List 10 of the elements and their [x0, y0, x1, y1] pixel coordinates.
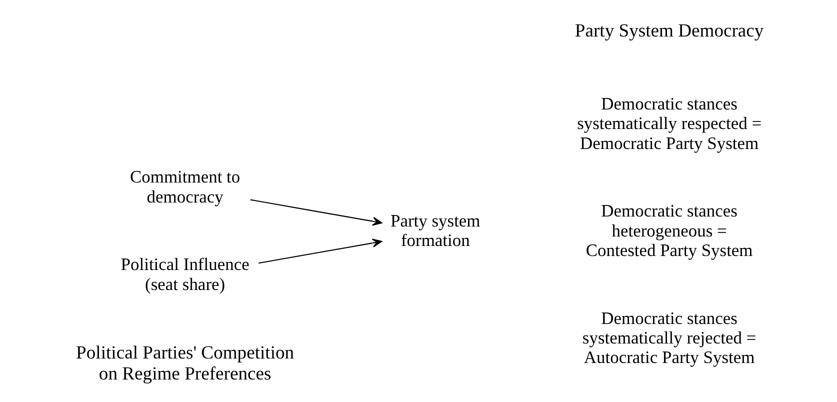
node-text: Democratic stances systematically respected = Democratic Party System — [576, 94, 762, 153]
label: Political Parties' Competition on Regime Preferences — [76, 342, 294, 384]
node-text: Commitment to democracy — [130, 166, 240, 206]
arrow — [258, 238, 382, 264]
node-text: Democratic stances systematically rejected = Autocratic Party System — [582, 308, 756, 368]
label: Party System Democracy — [574, 20, 764, 42]
arrow — [250, 199, 382, 226]
node-text: Political Influence (seat share) — [120, 254, 249, 294]
node-text: Party system formation — [390, 210, 480, 250]
node-text: Democratic stances heterogeneous = Contested Party System — [585, 200, 752, 260]
